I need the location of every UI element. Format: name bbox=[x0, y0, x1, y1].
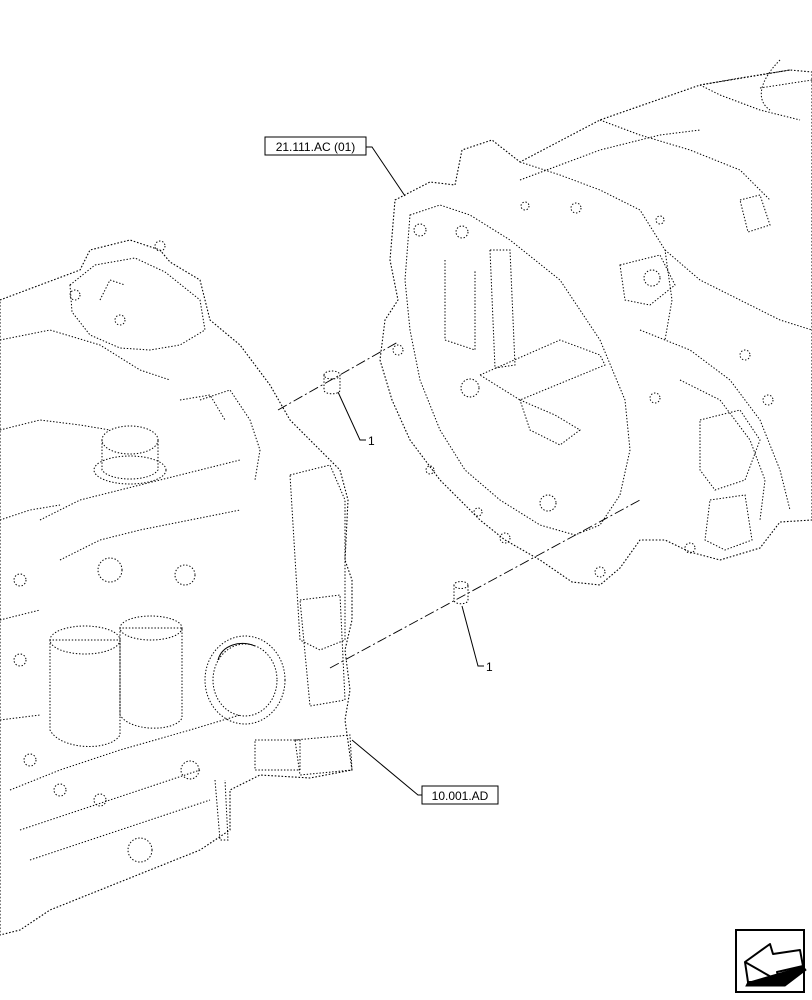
assembly-axis-upper bbox=[277, 341, 399, 411]
arrow-icon[interactable] bbox=[735, 929, 807, 993]
leader-pin-upper bbox=[337, 391, 366, 441]
callout-transmission-ref[interactable]: 21.111.AC (01) bbox=[264, 136, 367, 156]
item-number-pin-lower: 1 bbox=[486, 660, 493, 674]
dowel-pin-upper bbox=[323, 370, 341, 395]
assembly-axis-lower bbox=[329, 499, 641, 669]
leader-pin-lower bbox=[461, 605, 484, 667]
transmission-housing bbox=[379, 59, 812, 586]
callout-engine-ref-text: 10.001.AD bbox=[432, 789, 489, 803]
engine-assembly bbox=[0, 239, 353, 936]
leader-transmission-ref bbox=[366, 146, 406, 197]
item-number-pin-upper: 1 bbox=[368, 434, 375, 448]
callout-transmission-ref-text: 21.111.AC (01) bbox=[276, 140, 356, 154]
callout-engine-ref[interactable]: 10.001.AD bbox=[421, 785, 499, 805]
leader-engine-ref bbox=[351, 739, 422, 796]
dowel-pin-lower bbox=[453, 581, 469, 605]
